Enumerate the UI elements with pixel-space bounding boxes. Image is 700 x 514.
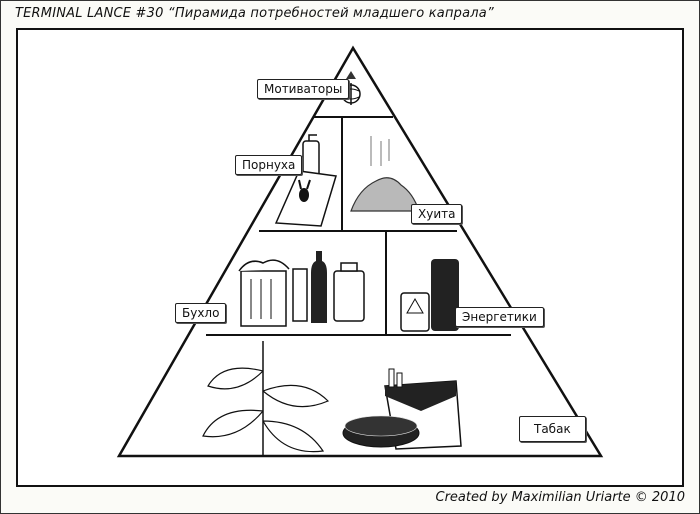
label-tobacco: Табак [519,416,586,442]
pyramid-outline [116,45,604,458]
magazine-lotion-icon [274,134,337,227]
label-motivators: Мотиваторы [257,79,350,99]
creator-credit: Created by Maximilian Uriarte © 2010 [435,490,686,505]
alcohol-icon [238,251,365,327]
comic-title: TERMINAL LANCE #30 “Пирамида потребносте… [15,6,494,21]
label-porn: Порнуха [235,155,303,175]
dirt-pile-icon [350,136,420,212]
label-junk: Хуита [411,204,463,224]
tobacco-icon [202,341,462,456]
energy-drink-icon [400,259,459,332]
label-booze: Бухло [175,303,227,323]
label-energy-drinks: Энергетики [455,307,544,327]
